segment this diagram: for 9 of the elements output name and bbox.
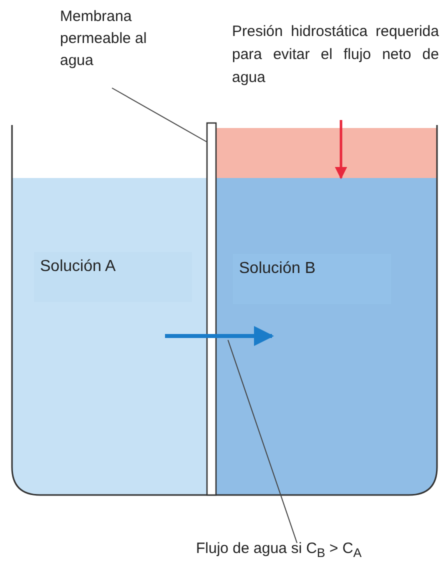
flow-arrow xyxy=(165,326,274,346)
callout-text: Membrana permeable al agua xyxy=(60,6,170,72)
callout-text: Flujo de agua si C$_{B}$ > C$_{A}$ xyxy=(196,538,441,564)
solution-label: Solución A xyxy=(34,252,192,302)
annotation-text: Presión hidrostática requerida para evitar el flujo neto de agua xyxy=(232,22,439,88)
solution-label: Solución B xyxy=(233,254,391,304)
leader-line xyxy=(112,88,208,142)
membrane xyxy=(206,122,217,496)
leader-line xyxy=(228,340,298,544)
